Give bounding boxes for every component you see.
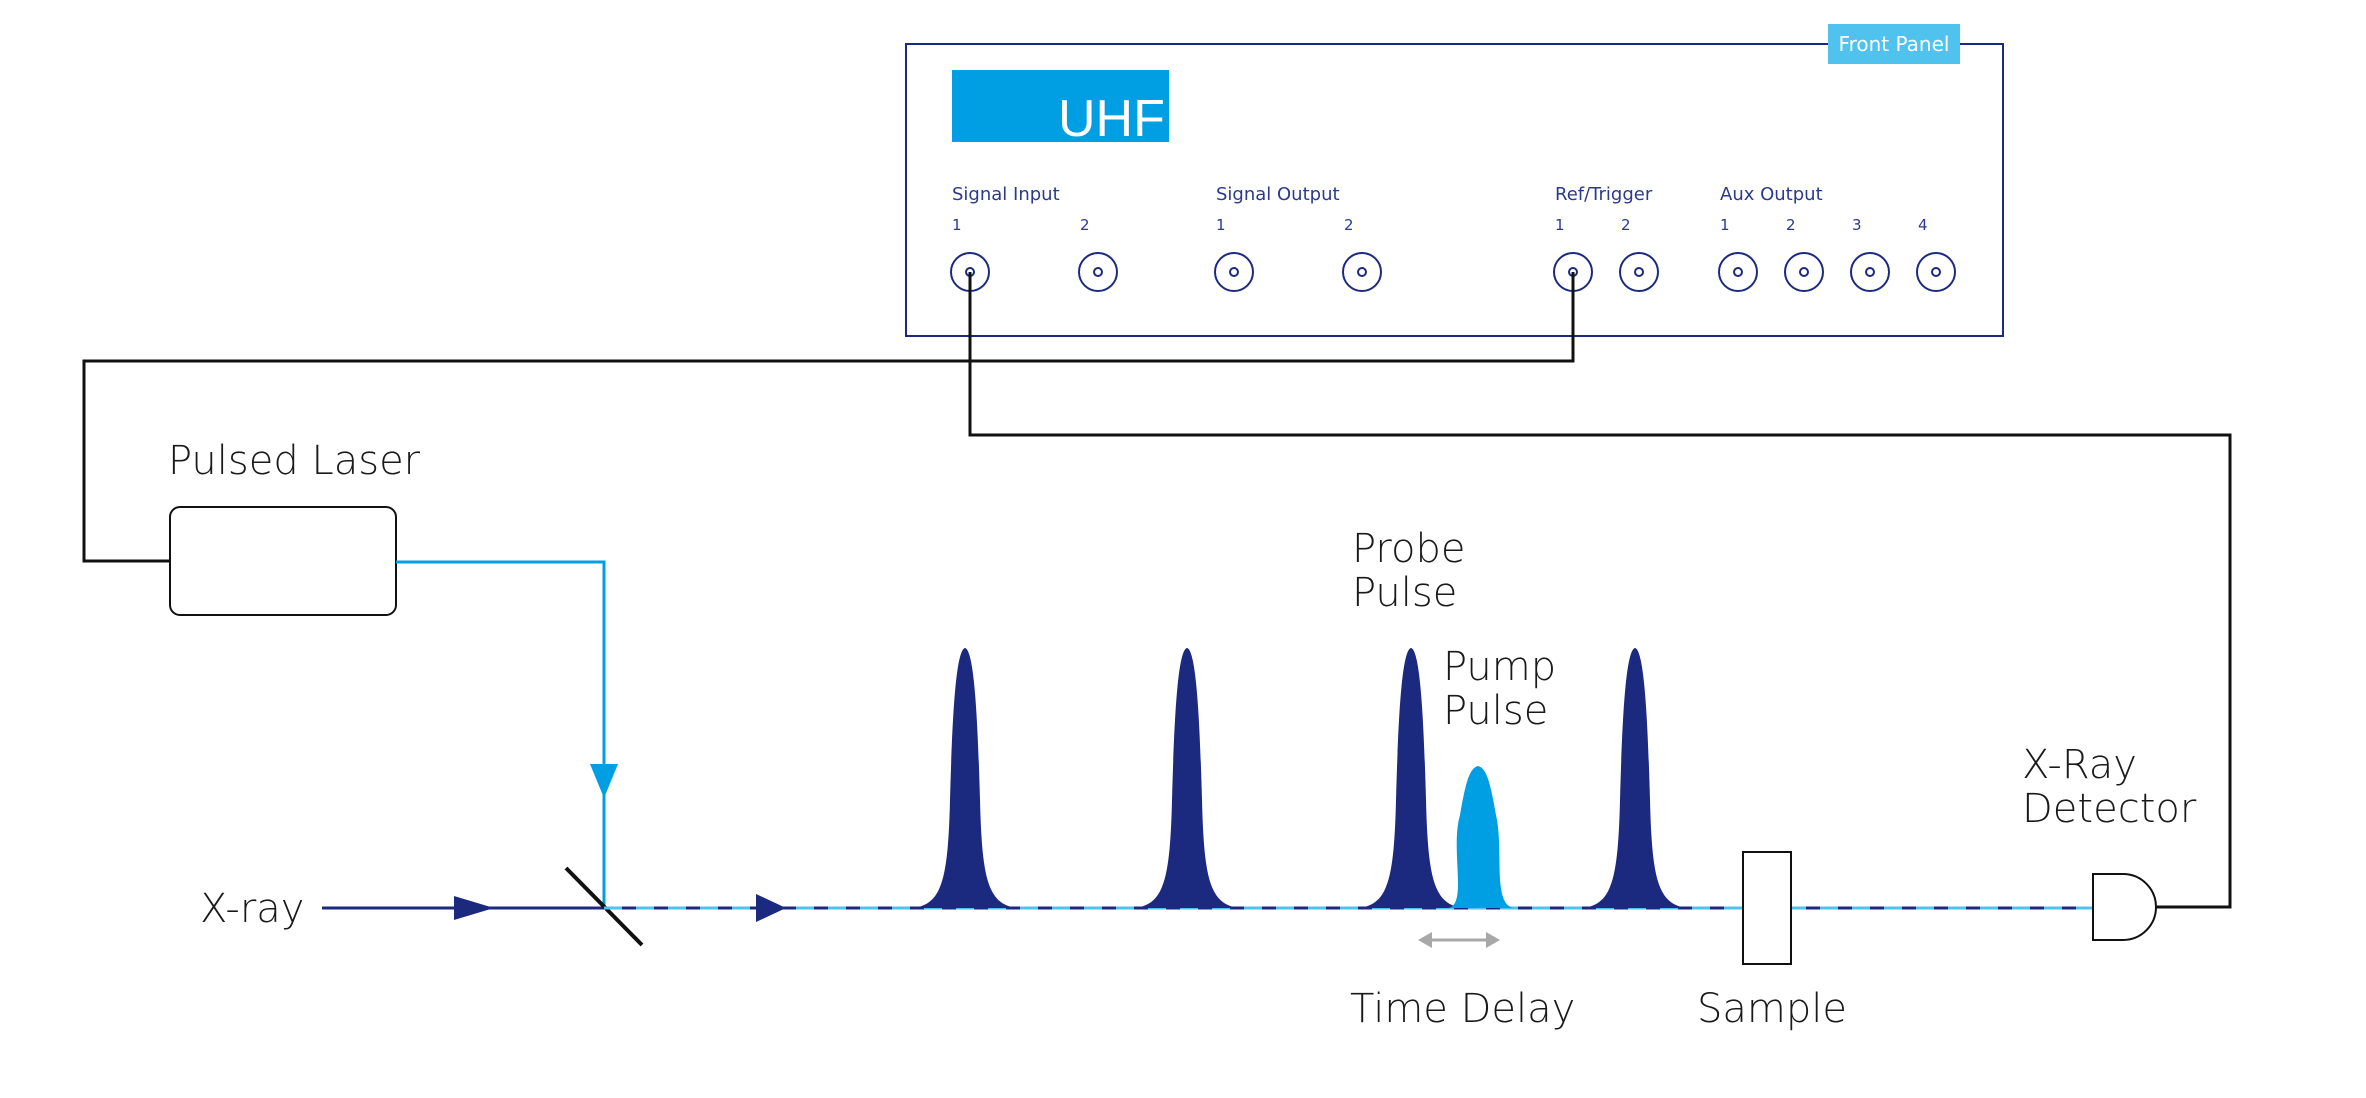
ref-trigger-label: Ref/Trigger: [1555, 184, 1653, 205]
laser-beam: [396, 560, 606, 905]
probe-pulse-label-line-2: Pulse: [1352, 570, 1457, 616]
xray-pulse-2: [1134, 648, 1240, 908]
cable-ref-trigger-to-laser: [82, 272, 1575, 563]
probe-pulse-label-line-1: Probe: [1352, 526, 1465, 572]
front-panel-tag: [1828, 24, 1960, 64]
connector-signal-output-2: [1342, 252, 1382, 292]
pump-pulse: [1448, 766, 1514, 908]
connector-ref-trigger-2: [1619, 252, 1659, 292]
combined-beam-arrow-icon: [756, 894, 786, 922]
connector-aux-output-1: [1718, 252, 1758, 292]
xray-incoming-arrow-icon: [454, 896, 494, 920]
ref-trigger-port-2-number: 2: [1621, 216, 1631, 234]
time-delay-right-arrow-icon: [1486, 932, 1500, 948]
brand-logo: [952, 70, 1169, 142]
aux-output-port-2-number: 2: [1786, 216, 1796, 234]
probe-pulse: [1358, 648, 1464, 908]
instrument-front-panel: Front Panel UHF Signal Input Signal Outp…: [905, 24, 2004, 337]
aux-output-port-1-number: 1: [1720, 216, 1730, 234]
pulsed-laser-label: Pulsed Laser: [168, 438, 421, 484]
connector-signal-output-1: [1214, 252, 1254, 292]
brand-logo-text: UHF: [1058, 90, 1165, 148]
laser-beam-arrow-icon: [590, 764, 618, 798]
signal-input-label: Signal Input: [952, 184, 1060, 205]
pump-pulse-label-line-2: Pulse: [1443, 688, 1548, 734]
connector-aux-output-2: [1784, 252, 1824, 292]
cable-detector-to-signal-input: [968, 272, 2232, 909]
time-delay-left-arrow-icon: [1418, 932, 1432, 948]
xray-detector-label-line-2: Detector: [2022, 786, 2197, 832]
xray-pulse-1: [912, 648, 1018, 908]
time-delay-label: Time Delay: [1350, 986, 1575, 1032]
xray-detector-label-line-1: X-Ray: [2022, 742, 2137, 788]
signal-output-label: Signal Output: [1216, 184, 1340, 205]
xray-detector-icon: [2092, 873, 2157, 941]
aux-output-port-4-number: 4: [1918, 216, 1928, 234]
connector-aux-output-3: [1850, 252, 1890, 292]
signal-input-port-2-number: 2: [1080, 216, 1090, 234]
panel-frame: [905, 43, 2004, 337]
pulsed-laser-box: [169, 506, 397, 616]
connector-signal-input-2: [1078, 252, 1118, 292]
front-panel-tag-text: Front Panel: [1839, 32, 1950, 56]
sample-block: [1742, 851, 1792, 965]
sample-label: Sample: [1697, 986, 1847, 1032]
signal-input-port-1-number: 1: [952, 216, 962, 234]
ref-trigger-port-1-number: 1: [1555, 216, 1565, 234]
signal-output-port-1-number: 1: [1216, 216, 1226, 234]
xray-pulse-4: [1582, 648, 1688, 908]
aux-output-port-3-number: 3: [1852, 216, 1862, 234]
pump-pulse-label-line-1: Pump: [1443, 644, 1556, 690]
signal-output-port-2-number: 2: [1344, 216, 1354, 234]
aux-output-label: Aux Output: [1720, 184, 1823, 205]
xray-source-label: X-ray: [200, 886, 304, 932]
connector-aux-output-4: [1916, 252, 1956, 292]
